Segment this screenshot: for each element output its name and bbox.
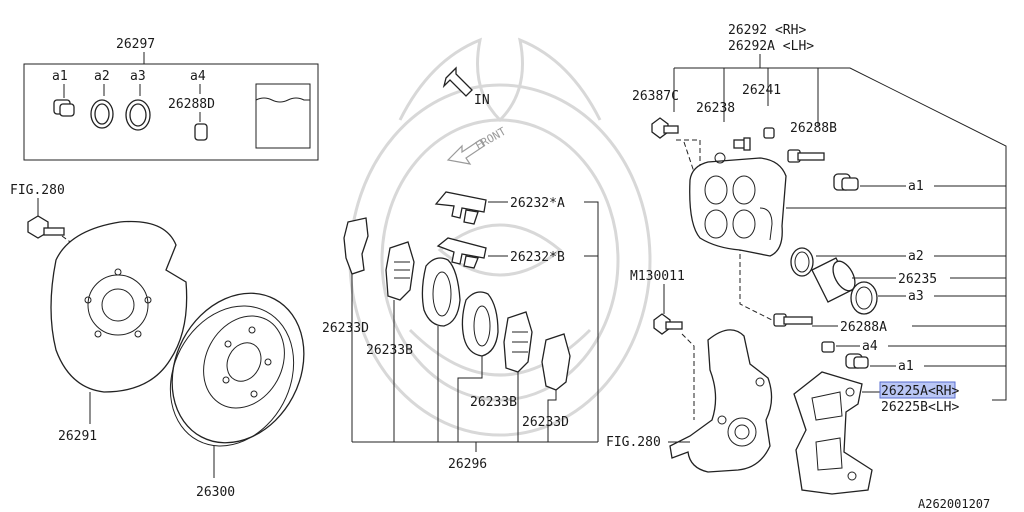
caliper-bolt xyxy=(651,117,679,139)
diagram-id-label: A262001207 xyxy=(918,497,990,511)
pad-kit-group: 26232*A 26232*B xyxy=(322,191,599,472)
kit-pin-label: 26288D xyxy=(168,97,215,112)
seal-kit-group: 26297 a1 a2 a3 a4 26288D xyxy=(23,37,319,161)
brake-pad-inner xyxy=(421,257,461,327)
guide-pin-a xyxy=(773,313,813,327)
in-arrow: IN xyxy=(442,66,490,108)
backing-plate-bolt xyxy=(27,215,65,239)
pad-clip-a-label: 26232*A xyxy=(510,196,565,211)
cap-label: 26241 xyxy=(742,83,781,98)
bolt-c-label: 26387C xyxy=(632,89,679,104)
pad-shim-left xyxy=(385,241,415,301)
backing-plate-label: 26291 xyxy=(58,429,97,444)
kit-a1-label: a1 xyxy=(52,69,68,84)
pin-sleeve xyxy=(821,341,835,353)
pad-clip-b-label: 26232*B xyxy=(510,250,565,265)
front-arrow-label: FRONT xyxy=(473,125,509,153)
pad-d-left-label: 26233D xyxy=(322,321,369,336)
support-bolt xyxy=(653,313,683,335)
rotor-group: 26300 xyxy=(169,292,305,500)
kit-number-label: 26297 xyxy=(116,37,155,52)
pad-d-right-label: 26233D xyxy=(522,415,569,430)
pad-clip-a xyxy=(434,191,487,225)
ref-a3-label: a3 xyxy=(908,289,924,304)
bleeder-label: 26238 xyxy=(696,101,735,116)
seal-kit-box xyxy=(23,63,319,161)
backing-plate xyxy=(50,220,188,393)
fig-280-bottom-label: FIG.280 xyxy=(606,435,661,450)
watermark-emblem xyxy=(348,37,652,437)
ref-a1-bottom-label: a1 xyxy=(898,359,914,374)
ref-a2-label: a2 xyxy=(908,249,924,264)
guide-pin-b xyxy=(787,149,825,163)
pad-kit-label: 26296 xyxy=(448,457,487,472)
piston-boot xyxy=(850,281,878,315)
guide-pin-b-label: 26288B xyxy=(790,121,837,136)
ref-a1-top-label: a1 xyxy=(908,179,924,194)
kit-a2-label: a2 xyxy=(94,69,110,84)
brake-rotor xyxy=(169,292,305,447)
bleeder-screw xyxy=(733,137,751,151)
backing-plate-group: FIG.280 26291 xyxy=(10,183,188,444)
piston-seal xyxy=(790,247,814,277)
caliper-body xyxy=(689,152,787,257)
piston-label: 26235 xyxy=(898,272,937,287)
kit-pin-sleeve xyxy=(194,123,208,141)
grease-packet xyxy=(255,83,311,149)
piston-boot-ring xyxy=(125,99,151,131)
caliper-lh-label: 26292A <LH> xyxy=(728,39,814,54)
dust-boot-bottom xyxy=(845,353,869,369)
fig-280-top-label: FIG.280 xyxy=(10,183,65,198)
pad-shim-right xyxy=(503,311,533,373)
dust-boot-top xyxy=(833,173,859,191)
pad-shim-outer-right xyxy=(541,333,571,391)
support-lh-label: 26225B<LH> xyxy=(881,400,959,415)
pad-shim-outer-left xyxy=(343,217,369,275)
dust-boot-small xyxy=(53,99,75,117)
support-rh-highlight xyxy=(879,381,956,399)
caliper-group: 26292 <RH> 26292A <LH> 26387C 26238 2624… xyxy=(606,23,1007,495)
kit-a3-label: a3 xyxy=(130,69,146,84)
pad-clip-b xyxy=(436,237,487,269)
shim-b-left-label: 26233B xyxy=(366,343,413,358)
caliper-support-bracket xyxy=(793,371,873,495)
in-arrow-label: IN xyxy=(474,93,490,108)
rotor-label: 26300 xyxy=(196,485,235,500)
shim-b-right-label: 26233B xyxy=(470,395,517,410)
kit-a4-label: a4 xyxy=(190,69,206,84)
brake-pad-outer xyxy=(461,291,499,357)
guide-pin-a-label: 26288A xyxy=(840,320,887,335)
caliper-rh-label: 26292 <RH> xyxy=(728,23,806,38)
ref-a4-label: a4 xyxy=(862,339,878,354)
piston-seal-ring xyxy=(90,99,114,129)
steering-knuckle xyxy=(669,329,773,473)
bolt-m-label: M130011 xyxy=(630,269,685,284)
bleeder-cap xyxy=(763,127,775,139)
support-rh-label: 26225A<RH> xyxy=(881,384,959,399)
